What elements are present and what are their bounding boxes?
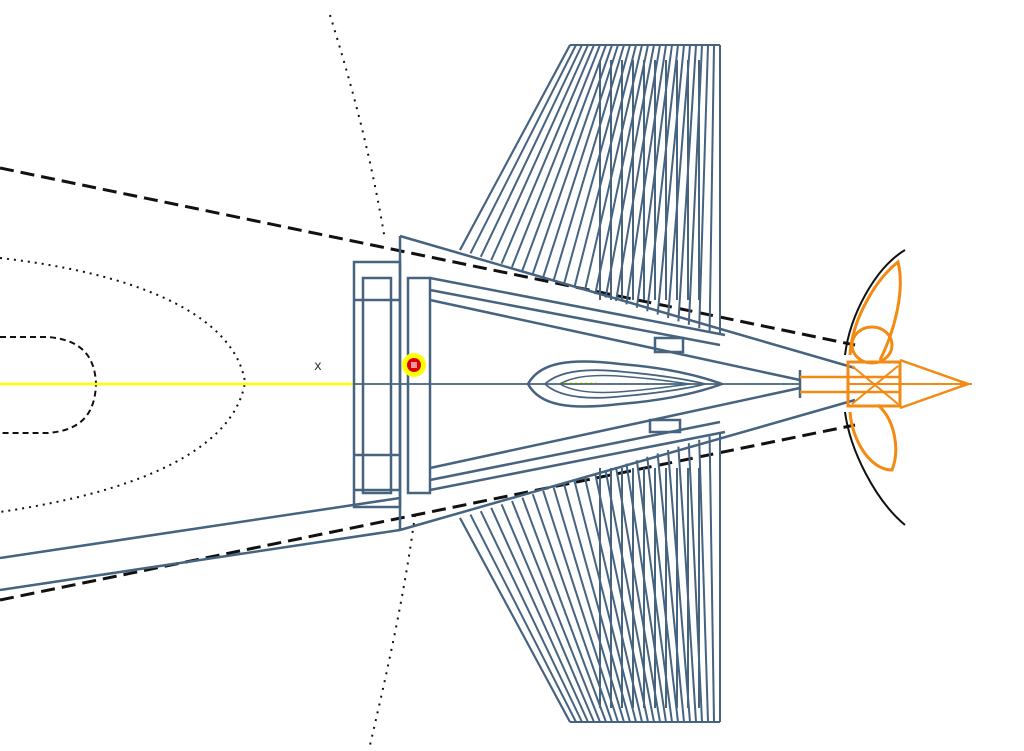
tail-block-bottom (648, 418, 682, 434)
wing-top-rib (531, 44, 613, 275)
wing-bottom-rib (521, 497, 607, 723)
propeller-cross-2 (851, 365, 899, 405)
wing-bottom-rib (500, 504, 595, 723)
wing-bottom-rib (490, 507, 589, 723)
wing-bottom-rib (511, 500, 601, 723)
wing-top-rib (563, 44, 631, 285)
tail-converge-bottom (429, 386, 801, 470)
wing-bottom-rib (573, 480, 637, 723)
spinner-upper (899, 358, 969, 386)
wing-bottom-rib (563, 483, 631, 723)
propeller-outline-bottom (844, 411, 906, 526)
propeller-blade-bottom (848, 403, 898, 472)
wing-bottom-rib (479, 510, 583, 723)
wing-top-rib (552, 44, 625, 281)
frame-panel (406, 276, 432, 495)
dotted-arc-bottom (369, 514, 416, 746)
fuselage-edge-bottom-outer (0, 528, 401, 592)
propeller-outline (844, 249, 906, 526)
propeller-icon[interactable] (800, 259, 972, 472)
inner-spar-top (429, 276, 726, 337)
bulkhead-frame-inner (361, 276, 393, 495)
wing-bottom-rib (698, 439, 709, 723)
wing-top-rib (573, 44, 637, 288)
spinner-tip (960, 380, 972, 388)
central-pod-core (558, 374, 691, 394)
pivot-marker-core (411, 362, 417, 368)
wing-top-rib (542, 44, 619, 278)
wing-top-rib (667, 44, 691, 319)
wing-top-rib (511, 44, 601, 268)
wing-top-rib (698, 44, 709, 329)
tail-converge-top (429, 298, 801, 382)
axis-label: x (314, 359, 322, 374)
fuselage-edge-bottom (0, 496, 401, 560)
central-pod (526, 360, 726, 408)
wing-top-leading-edge (459, 44, 571, 251)
dotted-arc-top (329, 14, 386, 241)
propeller-outline-top (844, 249, 906, 356)
wing-top-rib (479, 44, 583, 258)
wing-top-rib (490, 44, 589, 261)
wing-bottom-rib (604, 470, 655, 723)
propeller-blade-top (848, 259, 902, 361)
spinner-lower (899, 382, 969, 410)
wing-bottom-rib (531, 493, 613, 723)
wing-bottom-rib (646, 456, 679, 723)
wing-bottom-rib (542, 490, 619, 723)
wing-top-rib (500, 44, 595, 264)
wing-bottom-rib (656, 453, 685, 723)
tail-block-top (653, 336, 685, 354)
wing-top-rib (646, 44, 679, 312)
inner-spar-bottom (429, 430, 726, 492)
wing-top-rib (708, 44, 715, 332)
wing-top-rib (604, 44, 655, 298)
wing-bottom[interactable] (459, 432, 721, 723)
wing-bottom-rib (469, 514, 577, 723)
airframe[interactable] (0, 234, 856, 592)
wing-top-rib (521, 44, 607, 271)
envelope-line-bottom (0, 423, 856, 602)
wing-top-rib (469, 44, 577, 254)
envelope-lines (0, 166, 856, 602)
wing-bottom-rib (708, 436, 715, 723)
central-pod-inner (543, 369, 709, 399)
wing-top-rib (656, 44, 685, 315)
wing-top[interactable] (459, 44, 721, 335)
inner-spar-top-2 (429, 288, 721, 347)
wing-bottom-rib (615, 466, 661, 723)
wing-top-rib (615, 44, 661, 302)
wing-bottom-rib (552, 487, 625, 723)
envelope-line-top (0, 166, 856, 347)
wing-bottom-leading-edge (459, 517, 571, 723)
wing-bottom-rib (667, 449, 691, 723)
pivot-marker-icon[interactable] (402, 353, 426, 377)
